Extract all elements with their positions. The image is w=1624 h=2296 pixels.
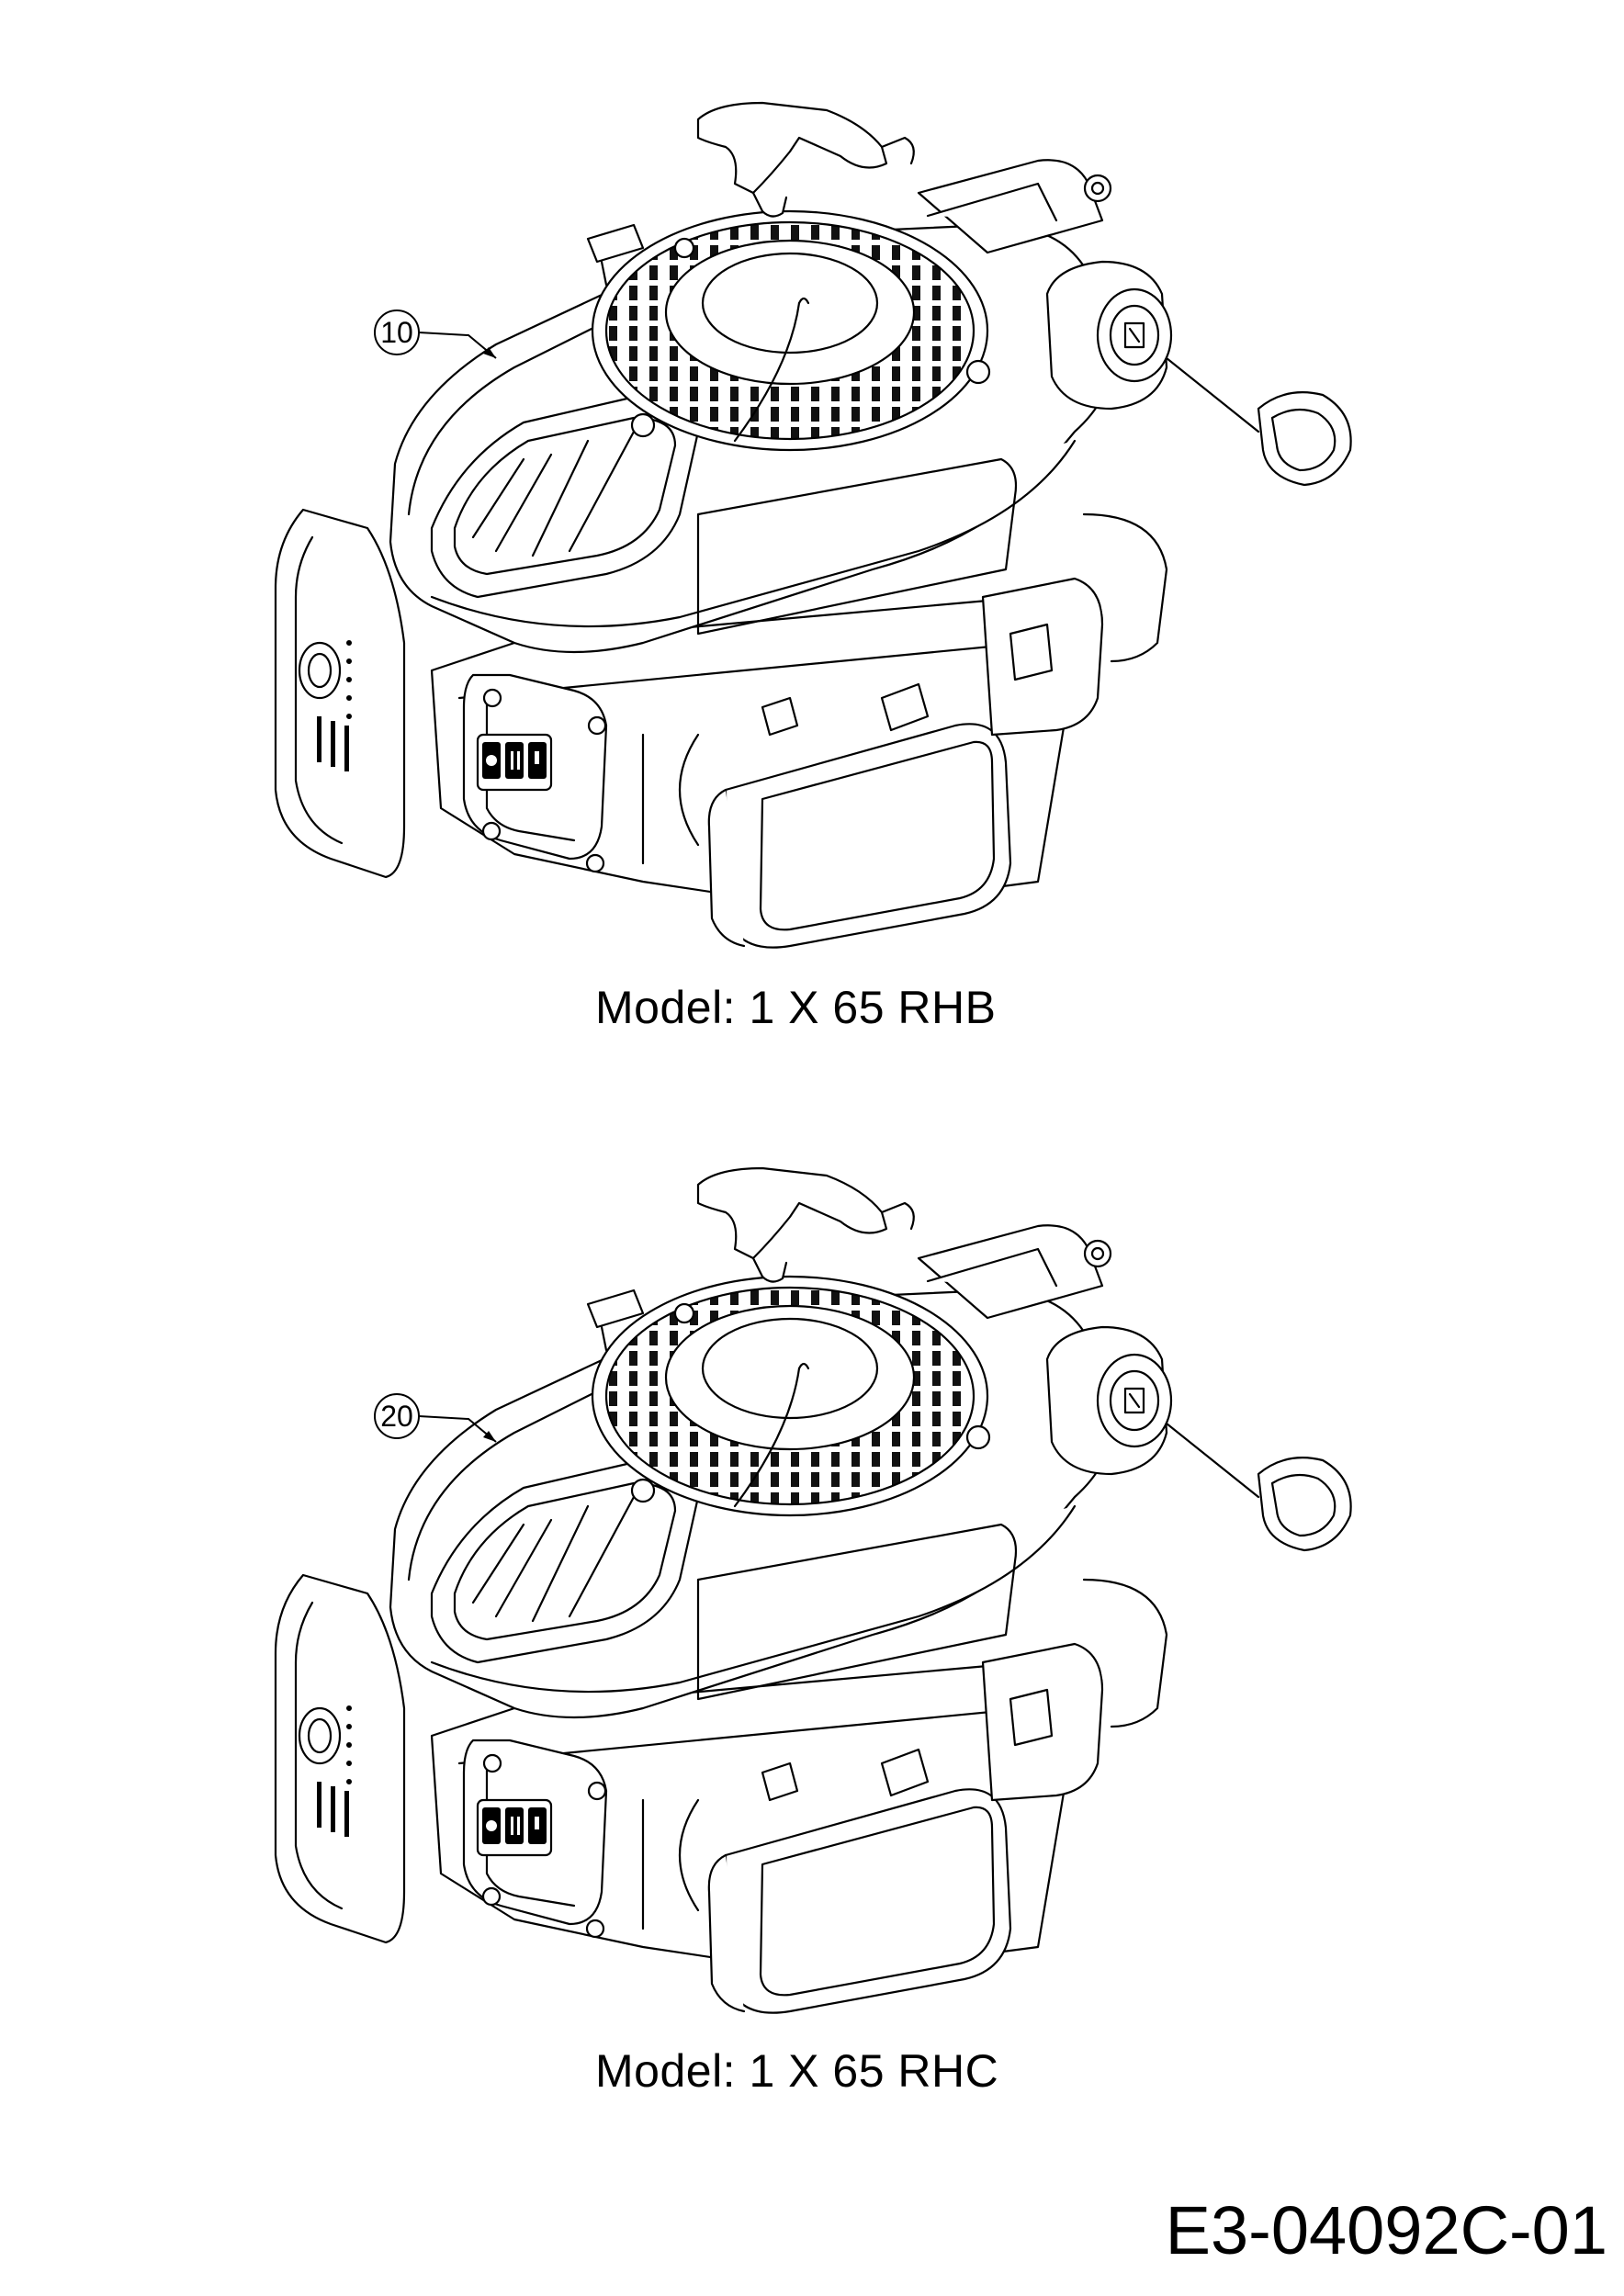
model-caption-rhb: Model: 1 X 65 RHB (595, 982, 997, 1033)
engine-drawing-rhb (274, 101, 1352, 949)
document-id: E3-04092C-01 (1165, 2192, 1607, 2268)
callout-20: 20 (375, 1394, 496, 1442)
callout-label-20: 20 (380, 1400, 413, 1433)
model-caption-rhc: Model: 1 X 65 RHC (595, 2045, 999, 2097)
callout-10: 10 (375, 310, 496, 358)
engine-drawing-rhc (274, 1166, 1352, 2014)
callout-label-10: 10 (380, 316, 413, 349)
